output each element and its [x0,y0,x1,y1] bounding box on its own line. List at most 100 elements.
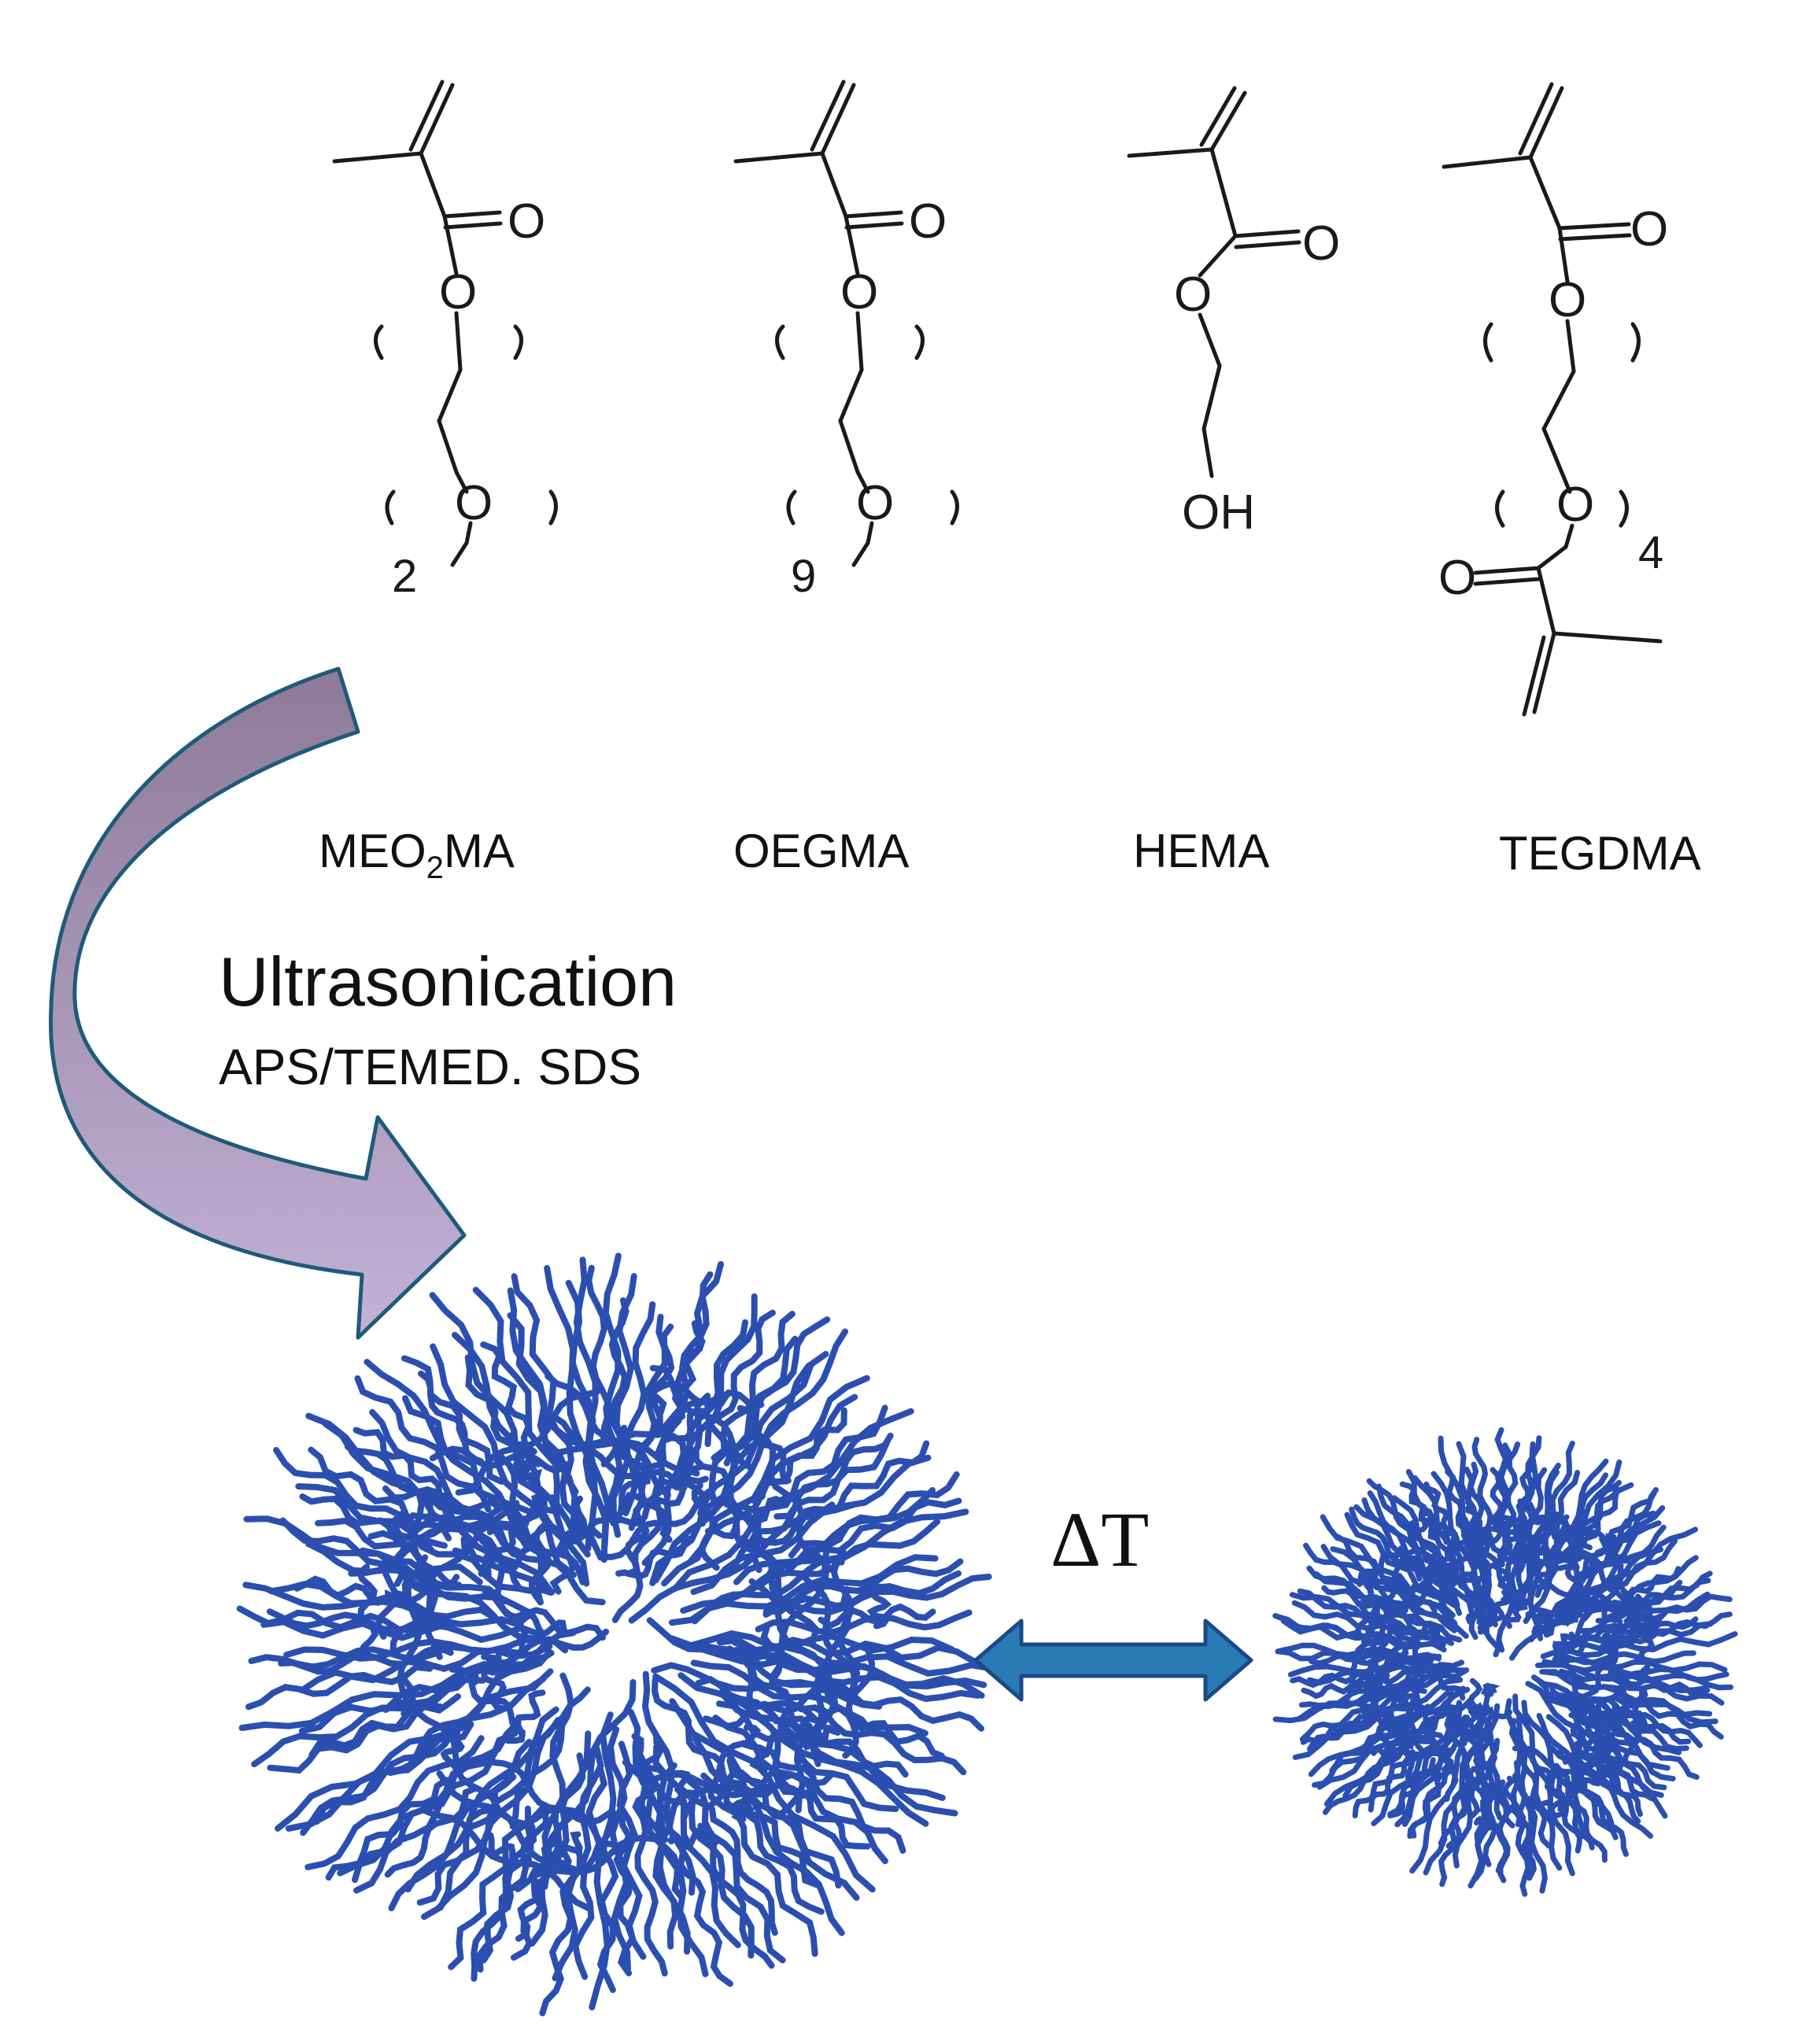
microgel-crosslink [1402,1546,1456,1614]
microgel-crosslink [1534,1764,1569,1813]
microgel-chain [248,1643,467,1670]
microgel-chain [1471,1437,1493,1541]
microgel-crosslink [641,1670,696,1896]
microgel-crosslink [429,1445,570,1475]
microgel-crosslink [488,1759,615,1847]
hema-ester-o: O [1174,268,1212,322]
process-reagents: APS/TEMED. SDS [219,1039,641,1095]
microgel-chain [1553,1762,1608,1863]
microgel-crosslink [487,1832,533,1868]
microgel-chain [749,1404,888,1527]
microgel-chain [1511,1773,1531,1897]
monomer-tegdma [1442,82,1663,717]
microgel-chain [602,1253,623,1526]
microgel-crosslink [692,1446,774,1546]
microgel-crosslink [798,1570,858,1696]
microgel-crosslink [694,1770,836,1810]
microgel-crosslink [729,1501,836,1574]
microgel-crosslink [1355,1570,1375,1634]
microgel-crosslink [1560,1738,1594,1765]
curved-process-arrow [49,666,467,1340]
meo2ma-name: MEO2MA [319,825,515,885]
microgel-chain [1316,1685,1466,1790]
delta-t-label: ΔT [1050,1496,1149,1583]
microgel-chain [1556,1749,1619,1840]
microgel-crosslink [1581,1665,1650,1719]
microgel-crosslink [509,1686,591,1830]
microgel-crosslink [748,1578,873,1734]
swollen-microgel-icon [236,1253,995,2017]
microgel-crosslink [598,1488,712,1560]
monomer-oegma [733,79,959,567]
microgel-crosslink [1384,1687,1427,1726]
meo2ma-ester-o: O [439,265,477,319]
microgel-chain [1275,1614,1419,1650]
microgel-chain [1330,1546,1469,1639]
microgel-crosslink [1582,1760,1620,1792]
microgel-crosslink [704,1495,793,1540]
microgel-crosslink [1488,1589,1512,1626]
microgel-crosslink [1554,1512,1626,1602]
microgel-crosslink [691,1482,720,1571]
microgel-crosslink [1586,1596,1626,1636]
microgel-crosslink [743,1724,770,1775]
microgel-chain [308,1693,461,1759]
microgel-chain [1438,1783,1470,1888]
microgel-crosslink [1416,1655,1466,1701]
microgel-chain [1541,1656,1728,1674]
microgel-crosslink [1583,1686,1645,1772]
tegdma-lower-carbonyl-o: O [1438,551,1476,605]
microgel-crosslink [1444,1709,1459,1802]
microgel-crosslink [631,1733,691,1819]
microgel-chain [679,1786,755,1959]
microgel-crosslink [1630,1710,1648,1734]
oegma-name: OEGMA [733,825,909,877]
oegma-repeat-count: 9 [791,551,816,602]
microgel-chain [677,1840,733,1988]
microgel-crosslink [760,1625,795,1740]
meo2ma-ether-o: O [455,476,493,530]
microgel-crosslink [1563,1661,1623,1770]
hema-name: HEMA [1133,825,1269,877]
microgel-crosslink [1509,1545,1620,1661]
microgel-crosslink [1343,1647,1383,1663]
microgel-crosslink [1526,1796,1567,1819]
microgel-crosslink [440,1730,465,1770]
microgel-chain [709,1806,778,1936]
microgel-chain [448,1805,532,1970]
microgel-crosslink [731,1797,755,1823]
microgel-chain [1366,1478,1437,1567]
microgel-crosslink [1422,1508,1451,1542]
microgel-crosslink [700,1766,783,1791]
microgel-crosslink [632,1733,665,1833]
microgel-crosslink [356,1563,378,1657]
microgel-crosslink [1526,1511,1544,1641]
microgel-crosslink [1405,1622,1442,1638]
microgel-crosslink [1371,1745,1427,1762]
microgel-crosslink [1357,1545,1404,1587]
microgel-crosslink [736,1404,792,1484]
microgel-chain [1298,1676,1421,1710]
microgel-crosslink [473,1519,529,1644]
microgel-crosslink [1541,1578,1654,1612]
microgel-chain [690,1454,932,1596]
microgel-crosslink [653,1393,707,1517]
tegdma-name: TEGDMA [1499,827,1701,880]
microgel-crosslink [483,1492,546,1580]
microgel-crosslink [622,1759,685,1901]
hema-hydroxyl: OH [1182,485,1255,540]
meo2ma-carbonyl-o: O [508,194,545,249]
microgel-crosslink [1577,1641,1623,1719]
microgel-crosslink [759,1714,824,1759]
microgel-crosslink [506,1430,541,1467]
microgel-crosslink [1409,1520,1478,1608]
microgel-crosslink [692,1556,845,1625]
microgel-crosslink [866,1583,892,1630]
microgel-crosslink [1468,1728,1490,1818]
microgel-chain [610,1273,637,1538]
microgel-crosslink [359,1547,569,1654]
microgel-crosslink [546,1445,688,1490]
microgel-chain [742,1656,981,1703]
microgel-crosslink [504,1689,546,1744]
microgel-chain [480,1341,537,1455]
